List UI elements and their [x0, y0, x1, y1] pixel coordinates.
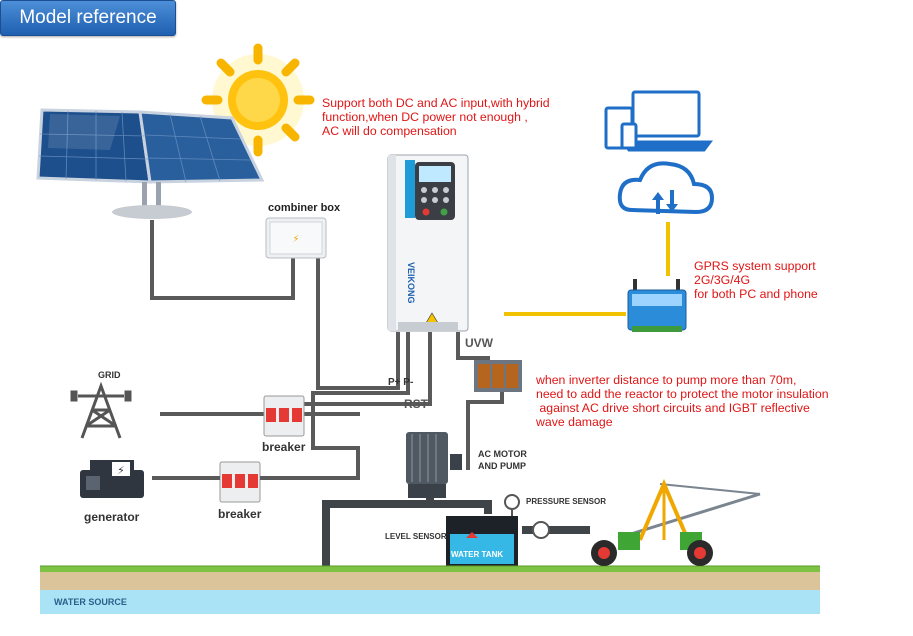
gprs-note-line: 2G/3G/4G	[694, 273, 751, 287]
water-tank-label: WATER TANK	[451, 550, 504, 559]
level-sensor-label: LEVEL SENSOR	[385, 532, 447, 541]
inverter-icon	[387, 154, 469, 332]
irrigation-pivot-icon	[591, 478, 761, 566]
hybrid-note-line: Support both DC and AC input,with hybrid	[322, 96, 550, 110]
breaker-grid-icon	[263, 395, 305, 437]
gprs-module-icon	[627, 279, 687, 332]
pp-label: P+ P-	[388, 377, 414, 388]
reactor-note-line: wave damage	[536, 415, 613, 429]
generator-label: generator	[84, 510, 140, 524]
grid-tower-icon	[70, 381, 132, 439]
reactor-note: when inverter distance to pump more than…	[536, 373, 829, 429]
computer-devices-icon	[604, 90, 713, 152]
breaker-grid-label: breaker	[262, 440, 306, 454]
rst-label: RST	[404, 397, 428, 411]
motor-label-line: AC MOTOR	[478, 449, 527, 459]
motor-label-line: AND PUMP	[478, 461, 527, 471]
generator-icon: ⚡	[80, 460, 144, 498]
combiner-box-icon: ⚡	[265, 217, 327, 259]
reactor-icon	[474, 360, 522, 392]
cloud-sync-icon	[617, 161, 715, 215]
gprs-note-line: for both PC and phone	[694, 287, 818, 301]
motor-pump-icon	[406, 432, 462, 498]
svg-text:⚡: ⚡	[117, 464, 125, 477]
inverter-brand: VEIKONG	[406, 262, 416, 304]
gprs-note-line: GPRS system support	[694, 259, 816, 273]
reactor-note-line: when inverter distance to pump more than…	[536, 373, 797, 387]
reactor-note-line: against AC drive short circuits and IGBT…	[536, 401, 810, 415]
motor-label: AC MOTOR AND PUMP	[478, 448, 527, 472]
grid-label: GRID	[98, 370, 121, 380]
hybrid-note-line: function,when DC power not enough ,	[322, 110, 528, 124]
hybrid-note-line: AC will do compensation	[322, 124, 457, 138]
hybrid-note: Support both DC and AC input,with hybrid…	[322, 96, 550, 138]
combiner-box-label: combiner box	[268, 202, 341, 214]
breaker-generator-label: breaker	[218, 507, 262, 521]
uvw-label: UVW	[465, 336, 493, 350]
pressure-sensor-label: PRESSURE SENSOR	[526, 497, 607, 506]
pressure-gauge-icon	[504, 494, 550, 539]
water-source-label: WATER SOURCE	[54, 597, 127, 607]
water-tank-icon	[446, 516, 518, 566]
gprs-note: GPRS system support 2G/3G/4G for both PC…	[694, 259, 818, 301]
svg-text:⚡: ⚡	[292, 234, 299, 245]
solar-panel-icon	[36, 108, 265, 219]
model-reference-header: Model reference	[0, 0, 176, 36]
reactor-note-line: need to add the reactor to protect the m…	[536, 387, 829, 401]
ground	[40, 565, 820, 614]
breaker-generator-icon	[219, 461, 261, 503]
